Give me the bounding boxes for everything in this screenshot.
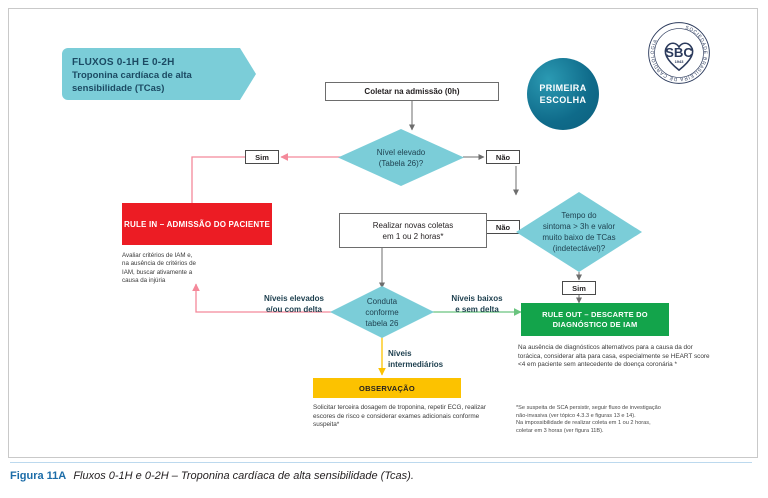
caption-divider <box>10 462 752 463</box>
node-new-collections: Realizar novas coletas em 1 ou 2 horas* <box>339 213 487 248</box>
flow-title-banner: FLUXOS 0-1H E 0-2H Troponina cardíaca de… <box>62 48 240 100</box>
edge-label-nao-2: Não <box>486 220 520 234</box>
edge-label-high-levels: Níveis elevados e/ou com delta <box>248 294 340 315</box>
elevated-level-line-1: Nível elevado <box>376 147 426 157</box>
banner-arrow-tip <box>240 48 256 100</box>
symptom-time-line-3: muito baixo de TCas <box>542 233 616 242</box>
conduct-line-1: Conduta <box>366 296 398 306</box>
low-levels-line-1: Níveis baixos <box>451 294 503 303</box>
badge-line-2: ESCOLHA <box>539 95 587 105</box>
caption-label: Figura 11A <box>10 470 67 482</box>
symptom-time-line-4: (indetectável)? <box>552 244 606 253</box>
symptom-time-line-2: sintoma > 3h e valor <box>542 222 616 231</box>
svg-text:SBC: SBC <box>665 45 693 60</box>
banner-line-3: sensibilidade (TCas) <box>72 83 165 94</box>
node-collect-admission: Coletar na admissão (0h) <box>325 82 499 101</box>
intermediate-line-1: Níveis <box>388 349 412 358</box>
observation-note: Solicitar terceira dosagem de troponina,… <box>313 404 486 429</box>
footnote-line-3: Na impossibilidade de realizar coleta em… <box>516 420 651 427</box>
high-levels-line-2: e/ou com delta <box>265 304 322 314</box>
edge-label-sim-2: Sim <box>562 281 596 295</box>
banner-line-1: FLUXOS 0-1H E 0-2H <box>72 57 175 68</box>
sbc-logo-icon: SOCIEDADE BRASILEIRA DE CARDIOLOGIA SBC … <box>646 20 712 86</box>
banner-line-2: Troponina cardíaca de alta <box>72 70 192 81</box>
primeira-escolha-badge: PRIMEIRA ESCOLHA <box>527 58 599 130</box>
rule-out-line-2: DIAGNÓSTICO DE IAM <box>552 319 638 329</box>
caption-text: Fluxos 0-1H e 0-2H – Troponina cardíaca … <box>73 470 414 482</box>
svg-text:1943: 1943 <box>675 59 685 64</box>
footnote-line-4: coletar em 3 horas (ver figura 11B). <box>516 427 604 434</box>
new-collections-line-2: em 1 ou 2 horas* <box>382 231 444 241</box>
node-conduct-table26: Conduta conforme tabela 26 <box>330 286 434 338</box>
node-symptom-time: Tempo do sintoma > 3h e valor muito baix… <box>516 192 642 272</box>
node-rule-out: RULE OUT – DESCARTE DO DIAGNÓSTICO DE IA… <box>521 303 669 336</box>
rule-in-note: Avaliar critérios de IAM e, na ausência … <box>122 252 196 285</box>
node-observation: OBSERVAÇÃO <box>313 378 461 398</box>
edge-label-sim-1: Sim <box>245 150 279 164</box>
footnote-block: *Se suspeita de SCA persistir, seguir fl… <box>516 405 730 435</box>
elevated-level-line-2: (Tabela 26)? <box>378 158 424 168</box>
node-rule-in: RULE IN – ADMISSÃO DO PACIENTE <box>122 203 272 245</box>
badge-line-1: PRIMEIRA <box>539 83 587 93</box>
intermediate-line-2: intermediários <box>388 359 444 369</box>
node-elevated-level: Nível elevado (Tabela 26)? <box>338 129 464 186</box>
edge-label-intermediate: Níveis intermediários <box>388 349 472 370</box>
rule-out-note: Na ausência de diagnósticos alternativos… <box>518 344 710 369</box>
conduct-line-2: conforme <box>365 307 399 317</box>
high-levels-line-1: Níveis elevados <box>263 294 325 303</box>
figure-caption: Figura 11A Fluxos 0-1H e 0-2H – Troponin… <box>10 470 750 482</box>
symptom-time-line-1: Tempo do <box>561 211 597 220</box>
edge-label-nao-1: Não <box>486 150 520 164</box>
low-levels-line-2: e sem delta <box>455 304 499 314</box>
new-collections-line-1: Realizar novas coletas <box>372 220 454 230</box>
footnote-line-1: *Se suspeita de SCA persistir, seguir fl… <box>516 405 661 411</box>
conduct-line-3: tabela 26 <box>365 318 399 328</box>
rule-out-line-1: RULE OUT – DESCARTE DO <box>542 309 648 319</box>
edge-label-low-levels: Níveis baixos e sem delta <box>434 294 520 315</box>
footnote-line-2: não-invasiva (ver tópico 4.3.3 e figuras… <box>516 412 636 419</box>
